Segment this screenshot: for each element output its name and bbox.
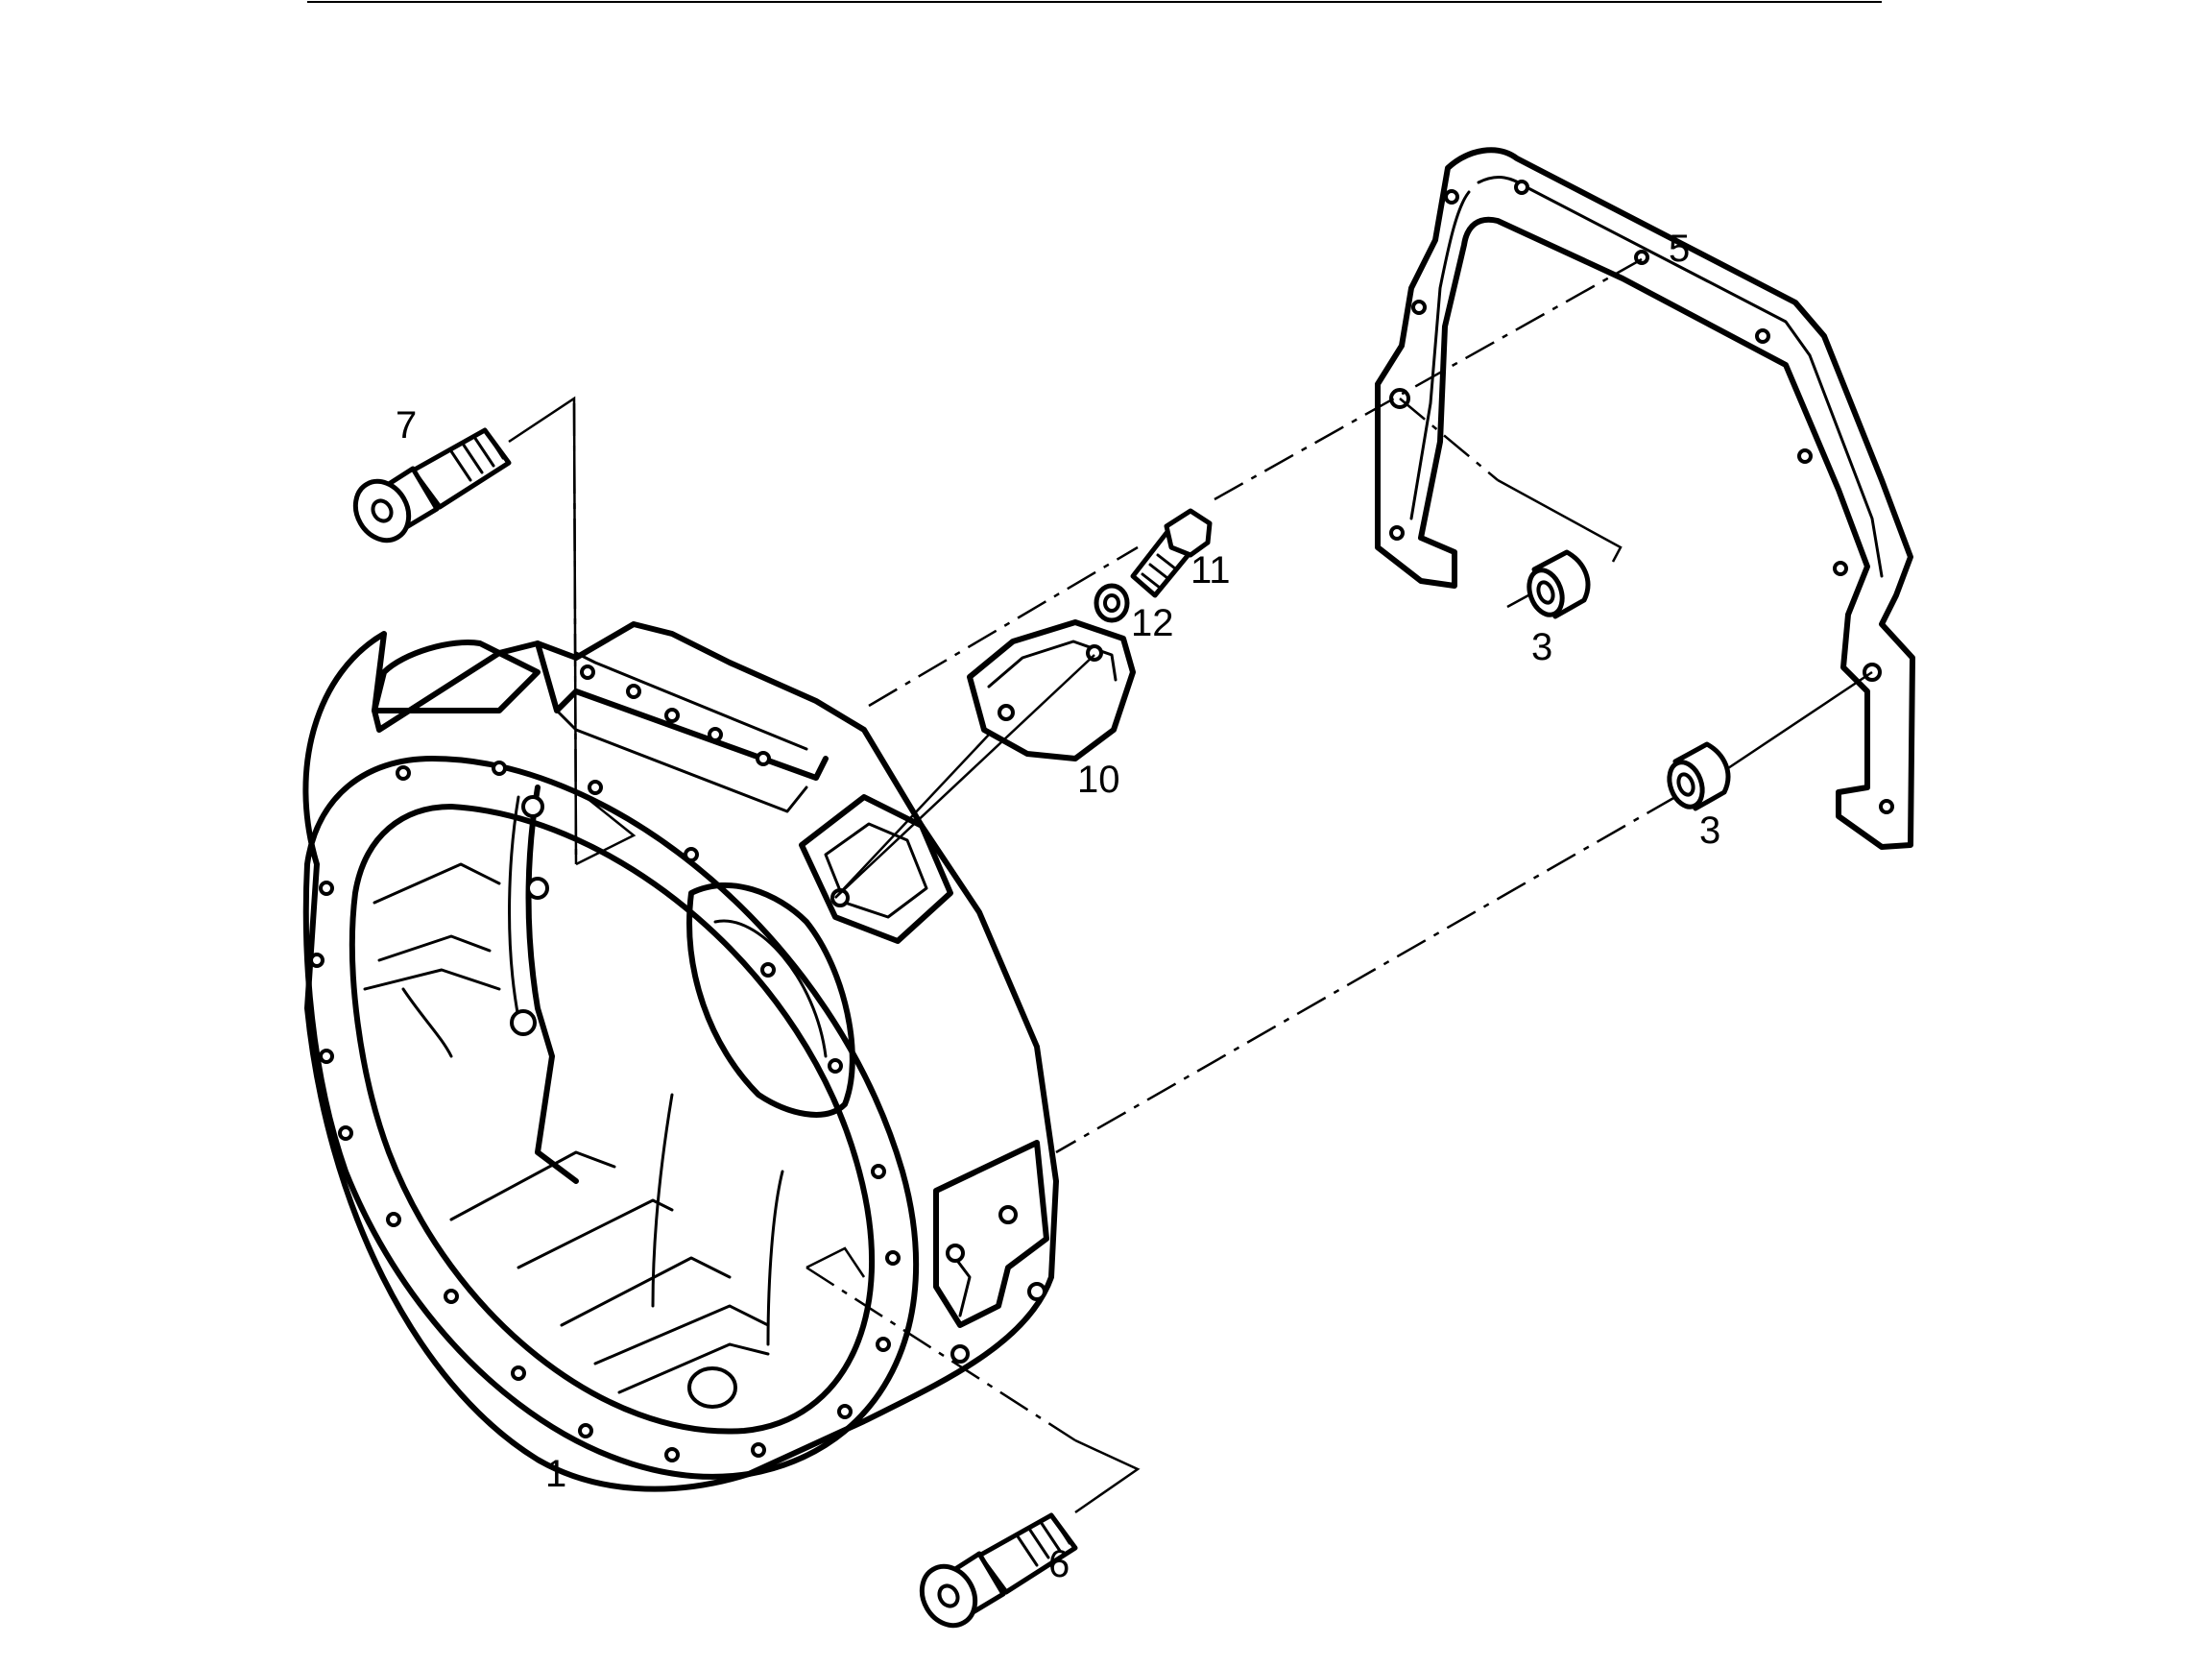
gasket <box>1375 147 1915 850</box>
callout-cover-plate: 10 <box>1077 759 1120 801</box>
washer <box>1094 583 1130 623</box>
callout-screw-lower: 6 <box>1048 1543 1070 1585</box>
bolt <box>1130 508 1213 598</box>
flywheel-housing <box>302 621 1059 1492</box>
gasket-holes <box>1389 180 1894 814</box>
screw-lower <box>919 1512 1078 1629</box>
callout-screw-upper: 7 <box>396 404 417 447</box>
flange-holes <box>309 664 1046 1462</box>
callout-washer: 12 <box>1131 602 1174 644</box>
callout-spacer-lower: 3 <box>1699 809 1720 852</box>
callout-spacer-upper: 3 <box>1531 626 1552 668</box>
cover-plate <box>967 619 1136 761</box>
callout-housing: 1 <box>545 1453 566 1495</box>
assembly-lines <box>508 257 1873 1514</box>
callout-gasket: 5 <box>1669 228 1690 270</box>
spacer-lower <box>1667 741 1731 811</box>
screw-upper <box>352 427 512 544</box>
spacer-upper <box>1527 549 1591 619</box>
callout-bolt: 11 <box>1190 549 1231 592</box>
